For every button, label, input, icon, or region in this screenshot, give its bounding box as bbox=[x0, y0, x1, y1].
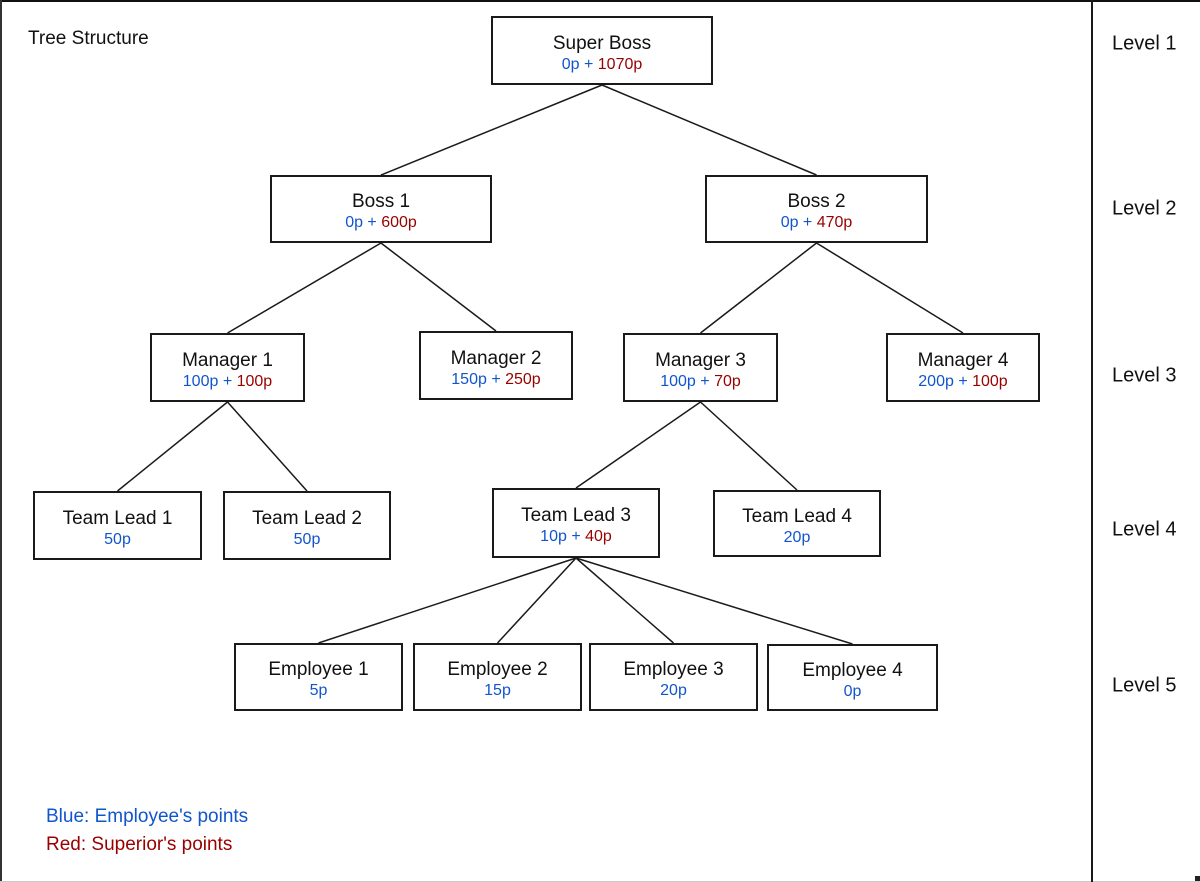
node-title: Team Lead 2 bbox=[252, 507, 362, 529]
node-title: Team Lead 4 bbox=[742, 505, 852, 527]
employee-points: 100p + bbox=[182, 372, 237, 390]
node-points: 50p bbox=[294, 531, 321, 549]
node-title: Employee 2 bbox=[447, 659, 548, 681]
edge-boss-1-to-manager-2 bbox=[380, 242, 497, 332]
node-title: Super Boss bbox=[552, 32, 652, 54]
node-title: Team Lead 1 bbox=[62, 507, 173, 529]
superior-points: 100p bbox=[236, 372, 273, 390]
superior-points: 600p bbox=[381, 214, 417, 232]
superior-points: 40p bbox=[585, 528, 612, 546]
node-team-lead-1: Team Lead 1 50p bbox=[33, 491, 202, 560]
node-title: Boss 1 bbox=[351, 191, 411, 213]
edge-super-boss-to-boss-1 bbox=[380, 84, 603, 176]
node-points: 100p + 100p bbox=[183, 373, 272, 391]
employee-points: 0p + bbox=[345, 214, 382, 232]
edge-manager-3-to-team-lead-4 bbox=[699, 401, 798, 491]
edge-team-lead-3-to-employee-2 bbox=[496, 557, 577, 644]
node-team-lead-4: Team Lead 4 20p bbox=[713, 490, 881, 557]
node-points: 200p + 100p bbox=[918, 373, 1007, 391]
employee-points: 0p + bbox=[780, 214, 817, 232]
edge-manager-1-to-team-lead-1 bbox=[117, 401, 228, 492]
node-points: 50p bbox=[104, 531, 131, 549]
node-title: Employee 1 bbox=[268, 659, 369, 681]
edge-boss-2-to-manager-4 bbox=[816, 242, 964, 334]
node-employee-4: Employee 4 0p bbox=[767, 644, 938, 711]
node-points: 10p + 40p bbox=[540, 528, 612, 546]
employee-points: 200p + bbox=[918, 372, 973, 390]
node-title: Manager 4 bbox=[917, 349, 1009, 371]
level-label-1: Level 1 bbox=[1112, 32, 1177, 55]
employee-points: 50p bbox=[104, 530, 131, 548]
edge-team-lead-3-to-employee-4 bbox=[575, 557, 853, 645]
edge-team-lead-3-to-employee-3 bbox=[575, 557, 674, 644]
superior-points: 100p bbox=[972, 372, 1008, 390]
edge-super-boss-to-boss-2 bbox=[601, 84, 817, 176]
page-title: Tree Structure bbox=[28, 28, 149, 49]
corner-nub bbox=[1195, 876, 1200, 881]
employee-points: 0p bbox=[843, 682, 862, 700]
node-team-lead-2: Team Lead 2 50p bbox=[223, 491, 391, 560]
employee-points: 20p bbox=[660, 682, 687, 700]
node-points: 20p bbox=[660, 682, 687, 700]
node-points: 0p + 470p bbox=[781, 214, 853, 232]
employee-points: 5p bbox=[309, 682, 328, 700]
node-title: Manager 2 bbox=[450, 347, 542, 369]
canvas-border-top bbox=[0, 0, 1200, 2]
edge-manager-3-to-team-lead-3 bbox=[575, 401, 701, 489]
edge-boss-2-to-manager-3 bbox=[700, 242, 817, 334]
employee-points: 20p bbox=[783, 528, 811, 546]
node-points: 150p + 250p bbox=[451, 371, 540, 389]
node-points: 20p bbox=[784, 529, 811, 547]
level-label-3: Level 3 bbox=[1112, 364, 1177, 387]
level-column-divider bbox=[1091, 0, 1093, 882]
node-points: 0p + 600p bbox=[345, 214, 417, 232]
node-title: Employee 4 bbox=[802, 659, 903, 681]
node-points: 100p + 70p bbox=[660, 373, 741, 391]
employee-points: 100p + bbox=[660, 372, 715, 390]
node-points: 0p bbox=[844, 683, 862, 701]
node-points: 5p bbox=[310, 682, 328, 700]
node-title: Manager 3 bbox=[655, 349, 746, 371]
level-label-5: Level 5 bbox=[1112, 674, 1177, 697]
legend-blue-label: Blue: Employee's points bbox=[46, 806, 249, 827]
edge-boss-1-to-manager-1 bbox=[227, 242, 382, 334]
node-title: Boss 2 bbox=[787, 191, 846, 213]
superior-points: 470p bbox=[816, 214, 853, 232]
superior-points: 250p bbox=[505, 370, 541, 388]
node-title: Employee 3 bbox=[623, 659, 724, 681]
level-label-4: Level 4 bbox=[1112, 518, 1177, 541]
canvas-border-left bbox=[0, 0, 2, 882]
node-points: 15p bbox=[484, 682, 511, 700]
node-title: Team Lead 3 bbox=[521, 505, 631, 527]
node-points: 0p + 1070p bbox=[562, 56, 643, 74]
employee-points: 0p + bbox=[561, 55, 598, 73]
node-title: Manager 1 bbox=[182, 349, 273, 371]
employee-points: 15p bbox=[484, 682, 511, 700]
edge-manager-1-to-team-lead-2 bbox=[226, 401, 308, 492]
legend-red-label: Red: Superior's points bbox=[46, 834, 233, 855]
superior-points: 70p bbox=[714, 372, 741, 390]
level-label-2: Level 2 bbox=[1112, 197, 1177, 220]
superior-points: 1070p bbox=[597, 55, 643, 73]
employee-points: 150p + bbox=[451, 370, 506, 388]
employee-points: 10p + bbox=[540, 528, 586, 546]
edge-team-lead-3-to-employee-1 bbox=[318, 557, 577, 644]
employee-points: 50p bbox=[293, 530, 321, 548]
